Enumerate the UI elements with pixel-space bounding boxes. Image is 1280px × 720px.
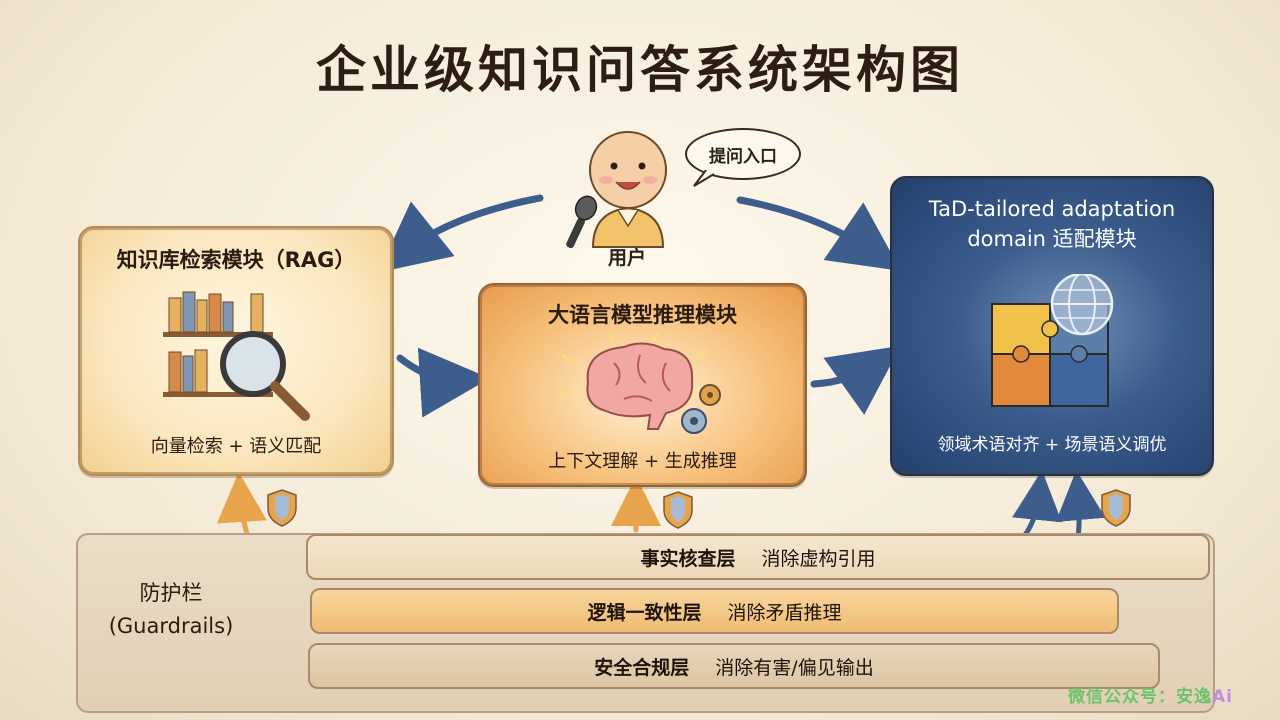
user-avatar-icon — [566, 131, 667, 249]
diagram-title: 企业级知识问答系统架构图 — [316, 41, 964, 99]
tad-subtitle: 领域术语对齐 + 场景语义调优 — [937, 435, 1167, 455]
guardrails-label-line1: 防护栏 — [139, 581, 203, 605]
guardrail-layer-fact-check: 事实核查层 消除虚构引用 — [306, 534, 1210, 580]
shield-icon — [663, 491, 693, 529]
layer-name: 安全合规层 — [594, 656, 690, 679]
layer-name: 逻辑一致性层 — [587, 601, 702, 624]
bookshelf-magnifier-icon — [163, 291, 310, 421]
layer-desc: 消除矛盾推理 — [727, 601, 842, 624]
watermark: 微信公众号：安逸Ai — [1068, 682, 1233, 707]
tad-module: TaD-tailored adaptation domain 适配模块 领域术语… — [890, 176, 1214, 476]
layer-desc: 消除虚构引用 — [761, 547, 876, 570]
rag-subtitle: 向量检索 + 语义匹配 — [150, 436, 322, 457]
guardrail-layer-logic-consistency: 逻辑一致性层 消除矛盾推理 — [310, 588, 1119, 634]
arrow-rag-to-llm — [396, 347, 490, 418]
llm-title: 大语言模型推理模块 — [548, 303, 737, 327]
tad-title-line2: domain 适配模块 — [967, 227, 1137, 251]
bubble-tail-icon — [693, 170, 715, 187]
arrow-user-to-rag — [378, 194, 544, 273]
guardrail-layer-safety-compliance: 安全合规层 消除有害/偏见输出 — [308, 643, 1160, 689]
guardrails-label: 防护栏 (Guardrails) — [96, 577, 246, 643]
watermark-text: 微信公众号：安逸 — [1068, 687, 1212, 707]
guardrails-label-line2: (Guardrails) — [108, 614, 234, 638]
rag-module: 知识库检索模块（RAG） 向量检索 + 语义匹配 — [78, 226, 394, 476]
shield-icon — [1101, 489, 1131, 527]
layer-desc: 消除有害/偏见输出 — [715, 656, 874, 679]
watermark-suffix: Ai — [1212, 687, 1233, 707]
layer-name: 事实核查层 — [640, 547, 736, 570]
tad-title: TaD-tailored adaptation domain 适配模块 — [892, 194, 1212, 254]
speech-bubble: 提问入口 — [685, 128, 801, 180]
rag-title: 知识库检索模块（RAG） — [116, 248, 356, 272]
arrow-user-to-tad — [736, 196, 902, 271]
user-label: 用户 — [608, 247, 647, 269]
llm-module: 大语言模型推理模块 上下文理解 + 生成推理 — [478, 283, 807, 487]
brain-icon — [558, 333, 721, 434]
shield-icon — [267, 489, 297, 527]
tad-title-line1: TaD-tailored adaptation — [928, 197, 1176, 221]
llm-subtitle: 上下文理解 + 生成推理 — [548, 451, 737, 472]
puzzle-globe-icon — [991, 274, 1114, 407]
arrow-llm-to-tad — [810, 345, 901, 415]
